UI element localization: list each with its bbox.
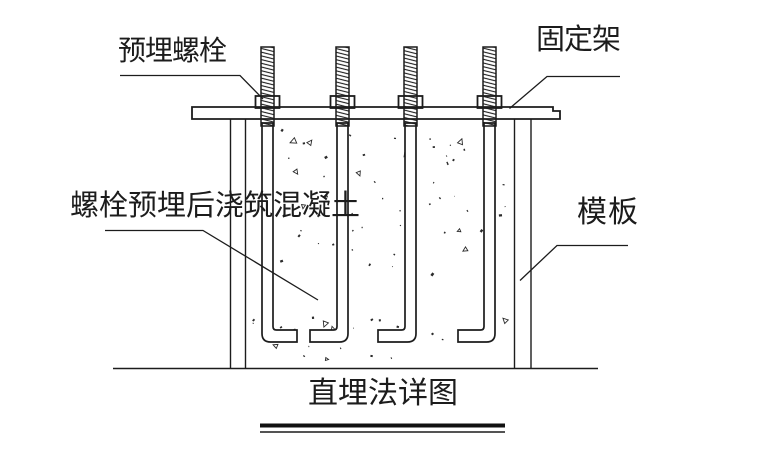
bolt-1-shaft-hook — [261, 122, 298, 343]
bolt-4-nut — [476, 95, 503, 109]
concrete-speckle-texture — [252, 128, 510, 362]
bolt-2-shaft-hook — [309, 122, 349, 343]
drawing-title: 直埋法详图 — [308, 377, 458, 410]
bolt-2-threaded-top — [335, 46, 350, 127]
bolt-4-threaded-top — [482, 46, 497, 127]
formwork-left — [229, 119, 247, 368]
label-formwork: 模板 — [577, 196, 639, 229]
label-fixing-frame: 固定架 — [536, 24, 621, 56]
bolt-1-nut — [254, 95, 281, 109]
bolt-3-nut — [397, 95, 424, 109]
title-underline-thick — [260, 423, 505, 428]
bolt-2-nut — [329, 95, 356, 109]
title-underline — [260, 423, 505, 433]
anchor-bolt-1 — [254, 46, 298, 343]
bolt-3-threaded-top — [403, 46, 418, 127]
anchor-bolt-4 — [457, 46, 503, 343]
formwork-right — [513, 119, 532, 368]
bolt-4-shaft-hook — [457, 122, 496, 343]
label-concrete-note: 螺栓预埋后浇筑混凝土 — [70, 190, 361, 222]
anchor-bolt-2 — [309, 46, 356, 343]
leader-formwork — [519, 244, 628, 281]
fixing-frame-plate — [191, 106, 561, 120]
bolt-3-shaft-hook — [377, 122, 417, 343]
bolt-1-threaded-top — [260, 46, 275, 127]
label-embedded-bolt: 预埋螺栓 — [118, 36, 227, 67]
leader-concrete-note — [105, 229, 319, 301]
leader-embedded-bolt — [120, 74, 264, 100]
leader-fixing-frame — [509, 75, 620, 109]
anchor-bolt-3 — [377, 46, 424, 343]
